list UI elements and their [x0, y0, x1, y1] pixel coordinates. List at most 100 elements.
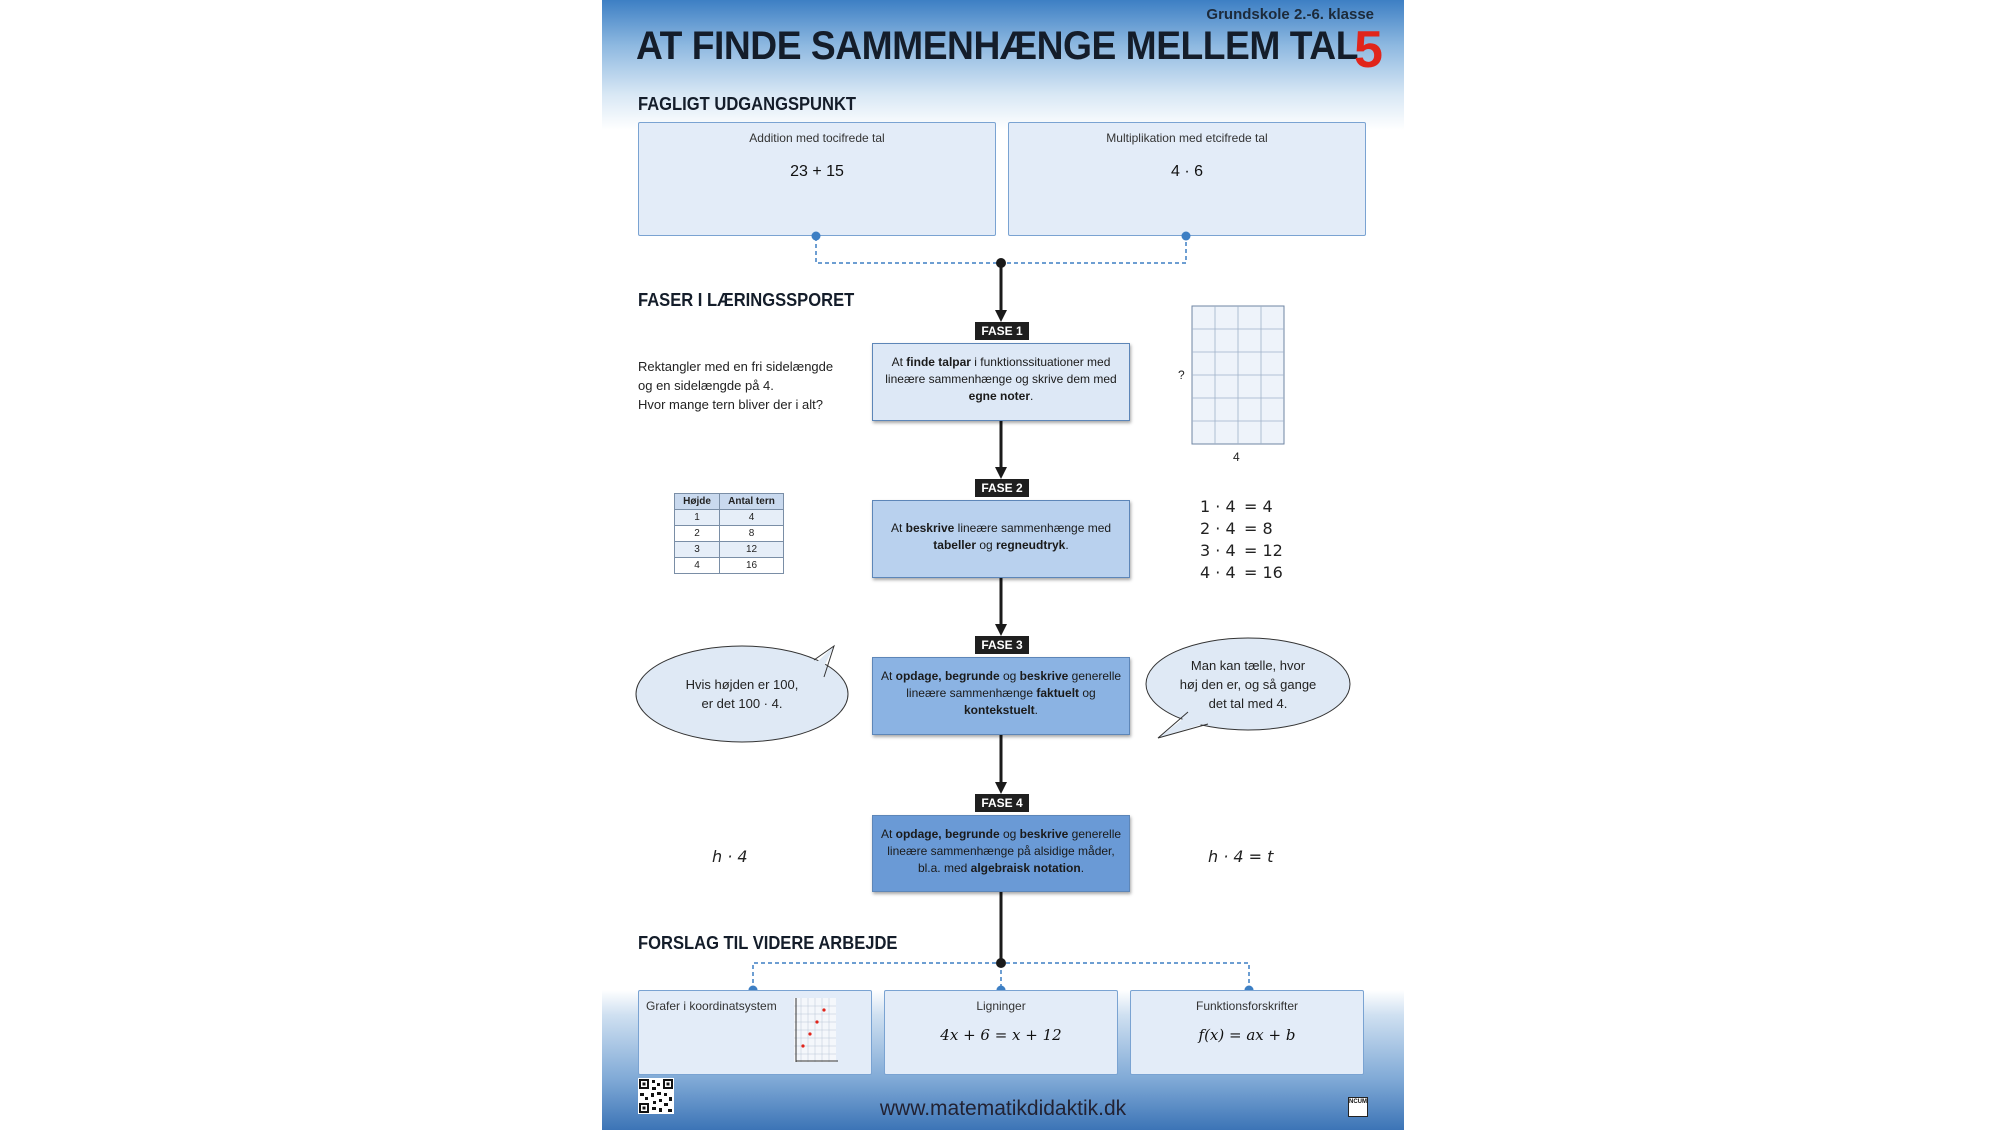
- fase2-bold: tabeller: [933, 538, 976, 552]
- left-bubble-text: Hvis højden er 100, er det 100 · 4.: [642, 675, 842, 713]
- fase3-text: generelle lineære sammenhænge: [906, 669, 1122, 700]
- description-line: og en sidelængde på 4.: [638, 378, 774, 393]
- dot-junction-top: [996, 258, 1006, 268]
- table-cell: 12: [719, 541, 784, 558]
- equation-rhs: = 12: [1244, 541, 1283, 560]
- box-label: Funktionsforskrifter: [1195, 999, 1299, 1013]
- speech-bubble-right: [1145, 637, 1351, 739]
- equation-rhs: = 16: [1244, 563, 1283, 582]
- fase2-bold: regneudtryk: [996, 538, 1066, 552]
- bubble-line: Man kan tælle, hvor: [1190, 658, 1306, 673]
- fase3-bold: opdage, begrunde: [895, 669, 1000, 683]
- bubble-line: høj den er, og så gange: [1179, 677, 1317, 692]
- equation-lhs: 4 · 4: [1200, 563, 1236, 582]
- table-cell: 4: [719, 509, 784, 526]
- fase2-text: og: [975, 538, 996, 552]
- fase1-text: .: [1030, 389, 1034, 403]
- fase2-text: At: [890, 521, 906, 535]
- section-heading-phases: FASER I LÆRINGSSPORET: [638, 290, 855, 310]
- fase3-bold: beskrive: [1019, 669, 1069, 683]
- fase3-box: At opdage, begrunde og beskrive generell…: [872, 657, 1130, 735]
- equation-row: 3 · 4 = 12: [1200, 540, 1283, 562]
- fase4-text: At: [880, 827, 896, 841]
- table-cell: 8: [719, 525, 784, 542]
- poster: Grundskole 2.-6. klasse AT FINDE SAMMENH…: [602, 0, 1404, 1130]
- equation-rhs: = 8: [1244, 519, 1273, 538]
- fase3-text: .: [1034, 703, 1039, 717]
- phase1-description: Rektangler med en fri sidelængde og en s…: [638, 357, 833, 414]
- connector-overlay: [635, 231, 1351, 1114]
- bubble-line: er det 100 · 4.: [701, 696, 783, 711]
- speech-bubble-left: [635, 644, 849, 743]
- fase3-text: At: [880, 669, 896, 683]
- fase2-bold: beskrive: [905, 521, 955, 535]
- fase2-text: lineære sammenhænge med: [954, 521, 1112, 535]
- section-heading-starting-point: FAGLIGT UDGANGSPUNKT: [638, 94, 857, 114]
- box-label: Ligninger: [976, 999, 1026, 1013]
- fase1-tag: FASE 1: [975, 322, 1029, 340]
- fase4-bold: beskrive: [1019, 827, 1069, 841]
- description-line: Rektangler med en fri sidelængde: [638, 359, 834, 374]
- box-label: Addition med tocifrede tal: [749, 131, 885, 145]
- equation-row: 4 · 4 = 16: [1200, 562, 1283, 584]
- dot-start-left: [811, 231, 821, 241]
- fase1-text: At: [891, 355, 907, 369]
- fase4-tag: FASE 4: [975, 794, 1029, 812]
- box-label: Multiplikation med etcifrede tal: [1106, 131, 1268, 145]
- section-heading-further-work: FORSLAG TIL VIDERE ARBEJDE: [638, 933, 898, 953]
- qr-code-icon: [638, 1078, 674, 1114]
- fase3-text: og: [999, 669, 1020, 683]
- publisher-logo: NCUM: [1348, 1097, 1368, 1117]
- page-title: AT FINDE SAMMENHÆNGE MELLEM TAL: [636, 24, 1358, 68]
- table-cell: 2: [674, 525, 720, 542]
- right-algebra-expression: h · 4 = t: [1208, 847, 1274, 866]
- box-expression: 23 + 15: [790, 163, 844, 180]
- fase3-bold: faktuelt: [1036, 686, 1080, 700]
- fase4-bold: algebraisk notation: [970, 861, 1081, 875]
- box-expression: 4 · 6: [1170, 163, 1203, 180]
- poster-number: 5: [1354, 21, 1383, 79]
- fase4-box: At opdage, begrunde og beskrive generell…: [872, 815, 1130, 892]
- graph-icon-overlay: [794, 998, 838, 1062]
- fase1-bold: finde talpar: [906, 355, 971, 369]
- fase2-box: At beskrive lineære sammenhænge med tabe…: [872, 500, 1130, 578]
- footer-url[interactable]: www.matematikdidaktik.dk: [879, 1097, 1127, 1120]
- equation-row: 2 · 4 = 8: [1200, 518, 1283, 540]
- grid-rectangle: [1191, 305, 1285, 445]
- box-expression: 4x + 6 = x + 12: [940, 1026, 1062, 1044]
- equations-list: 1 · 4 = 4 2 · 4 = 8 3 · 4 = 12 4 · 4 = 16: [1200, 496, 1283, 584]
- fase2-text: .: [1065, 538, 1069, 552]
- equation-lhs: 2 · 4: [1200, 519, 1236, 538]
- equation-lhs: 1 · 4: [1200, 497, 1236, 516]
- left-algebra-expression: h · 4: [712, 847, 748, 866]
- table-cell: 1: [674, 509, 720, 526]
- table-header: Højde: [674, 493, 720, 510]
- bubble-line: det tal med 4.: [1208, 696, 1288, 711]
- dot-start-right: [1181, 231, 1191, 241]
- equation-row: 1 · 4 = 4: [1200, 496, 1283, 518]
- fase2-tag: FASE 2: [975, 479, 1029, 497]
- grid-bottom-label: 4: [1233, 450, 1240, 464]
- equation-rhs: = 4: [1244, 497, 1273, 516]
- grade-label: Grundskole 2.-6. klasse: [1206, 6, 1374, 23]
- further-box-equations: Ligninger 4x + 6 = x + 12: [884, 990, 1118, 1075]
- fase4-text: og: [999, 827, 1020, 841]
- fase4-text: generelle lineære sammenhænge på alsidig…: [887, 827, 1122, 875]
- table-cell: 3: [674, 541, 720, 558]
- box-expression: f(x) = ax + b: [1198, 1026, 1296, 1044]
- fase1-box: At finde talpar i funktionssituationer m…: [872, 343, 1130, 421]
- fase4-bold: opdage, begrunde: [895, 827, 1000, 841]
- bubble-line: Hvis højden er 100,: [685, 677, 799, 692]
- table-cell: 16: [719, 557, 784, 574]
- table-header-row: Højde Antal tern: [674, 493, 784, 510]
- equation-lhs: 3 · 4: [1200, 541, 1236, 560]
- box-label: Grafer i koordinatsystem: [646, 999, 777, 1013]
- fase4-text: .: [1080, 861, 1085, 875]
- fase1-bold: egne noter: [968, 389, 1030, 403]
- description-line: Hvor mange tern bliver der i alt?: [638, 397, 823, 412]
- table-cell: 4: [674, 557, 720, 574]
